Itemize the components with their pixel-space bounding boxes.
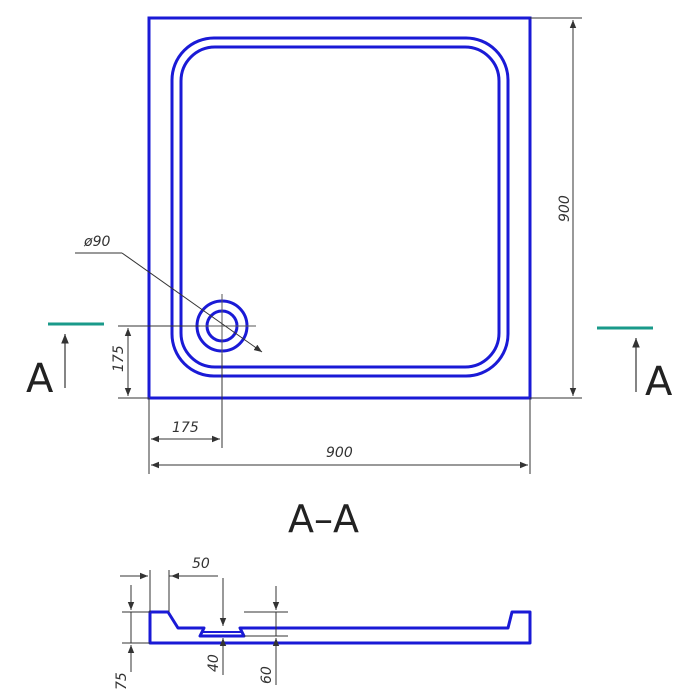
basin-inner-outline	[179, 45, 501, 369]
section-depth-50-dimension: 50	[120, 556, 218, 612]
section-marker-left: A	[26, 322, 104, 402]
basin-outer-outline	[170, 36, 510, 378]
drain	[192, 294, 256, 358]
overall-width-dimension: 900	[148, 398, 531, 474]
overall-height-label: 900	[557, 195, 573, 222]
drain-offset-x-label: 175	[172, 420, 199, 436]
overall-height-dimension: 900	[530, 17, 582, 399]
drain-offset-x-dimension: 175	[148, 354, 223, 448]
drain-offset-y-label: 175	[111, 345, 127, 372]
section-height-40-label: 40	[206, 654, 222, 672]
section-depth-50-label: 50	[192, 556, 210, 572]
section-title: A–A	[288, 497, 359, 541]
section-profile	[148, 610, 532, 645]
overall-width-label: 900	[326, 445, 353, 461]
section-height-75-dimension: 75	[114, 585, 150, 690]
section-view: 50 75 40 60	[114, 556, 532, 690]
top-view: ø90 175 175 900 900	[26, 16, 673, 474]
drain-diameter-label: ø90	[83, 234, 110, 250]
section-height-40-dimension: 40	[206, 578, 227, 675]
tray-outer-outline	[147, 16, 532, 400]
section-height-60-dimension: 60	[244, 586, 288, 685]
section-height-75-label: 75	[114, 672, 130, 690]
section-height-60-label: 60	[259, 666, 275, 684]
drain-offset-y-dimension: 175	[111, 325, 200, 399]
section-label-right: A	[645, 359, 673, 405]
section-marker-right: A	[597, 326, 673, 405]
drain-diameter-dimension: ø90	[75, 234, 263, 353]
section-label-left: A	[26, 356, 54, 402]
